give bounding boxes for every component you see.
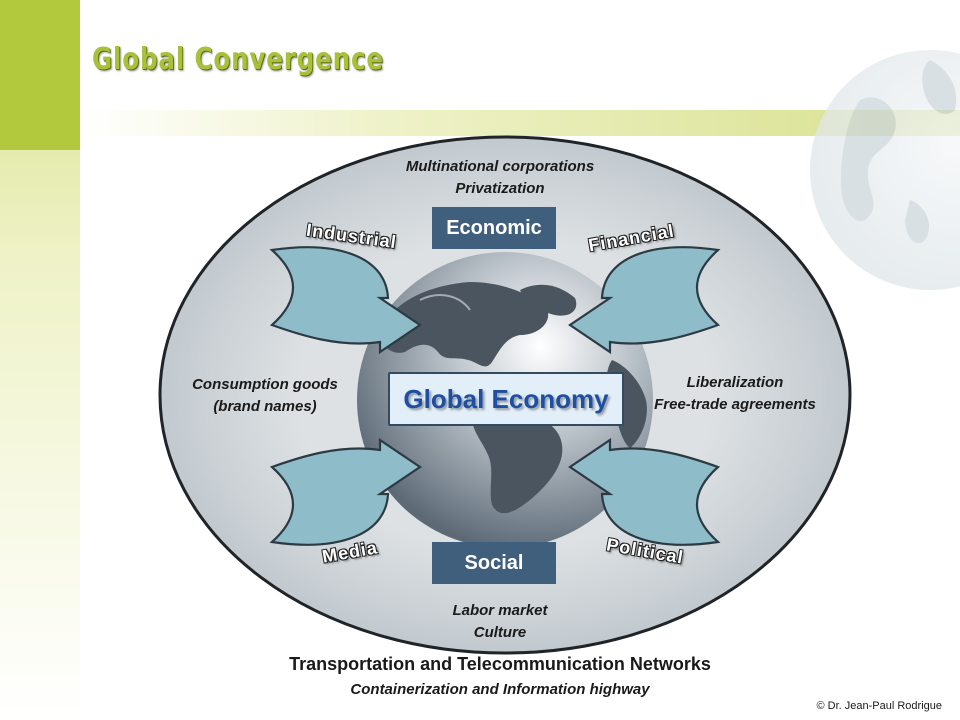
network-subtitle: Containerization and Information highway — [350, 681, 650, 698]
global-economy-box: Global Economy — [388, 372, 624, 426]
arrow-political-icon — [568, 437, 721, 546]
liberalization-notes: Liberalization Free-trade agreements — [630, 372, 840, 416]
arrow-media-icon — [269, 437, 422, 546]
arrow-industrial-icon — [269, 246, 422, 355]
note-bottom-line2: Culture — [473, 624, 527, 641]
consumption-notes: Consumption goods (brand names) — [160, 374, 370, 418]
social-box: Social — [432, 542, 556, 584]
social-notes: Labor market Culture — [400, 600, 600, 644]
global-economy-label: Global Economy — [403, 383, 609, 414]
social-label: Social — [464, 551, 524, 574]
economic-label: Economic — [446, 216, 542, 239]
note-right-line2: Free-trade agreements — [654, 396, 816, 413]
page-title: Global Convergence — [92, 42, 384, 77]
note-left-line1: Consumption goods — [192, 376, 338, 393]
note-bottom-line1: Labor market — [452, 602, 548, 619]
note-right-line1: Liberalization — [686, 374, 784, 391]
note-top-line2: Privatization — [455, 180, 545, 197]
note-left-line2: (brand names) — [213, 398, 317, 415]
background-globe-icon — [810, 50, 960, 290]
arrow-financial-icon — [568, 246, 721, 355]
economic-box: Economic — [432, 207, 556, 249]
network-title: Transportation and Telecommunication Net… — [289, 654, 711, 674]
copyright-text: © Dr. Jean-Paul Rodrigue — [816, 700, 942, 712]
economic-notes: Multinational corporations Privatization — [380, 156, 620, 200]
note-top-line1: Multinational corporations — [405, 158, 595, 175]
